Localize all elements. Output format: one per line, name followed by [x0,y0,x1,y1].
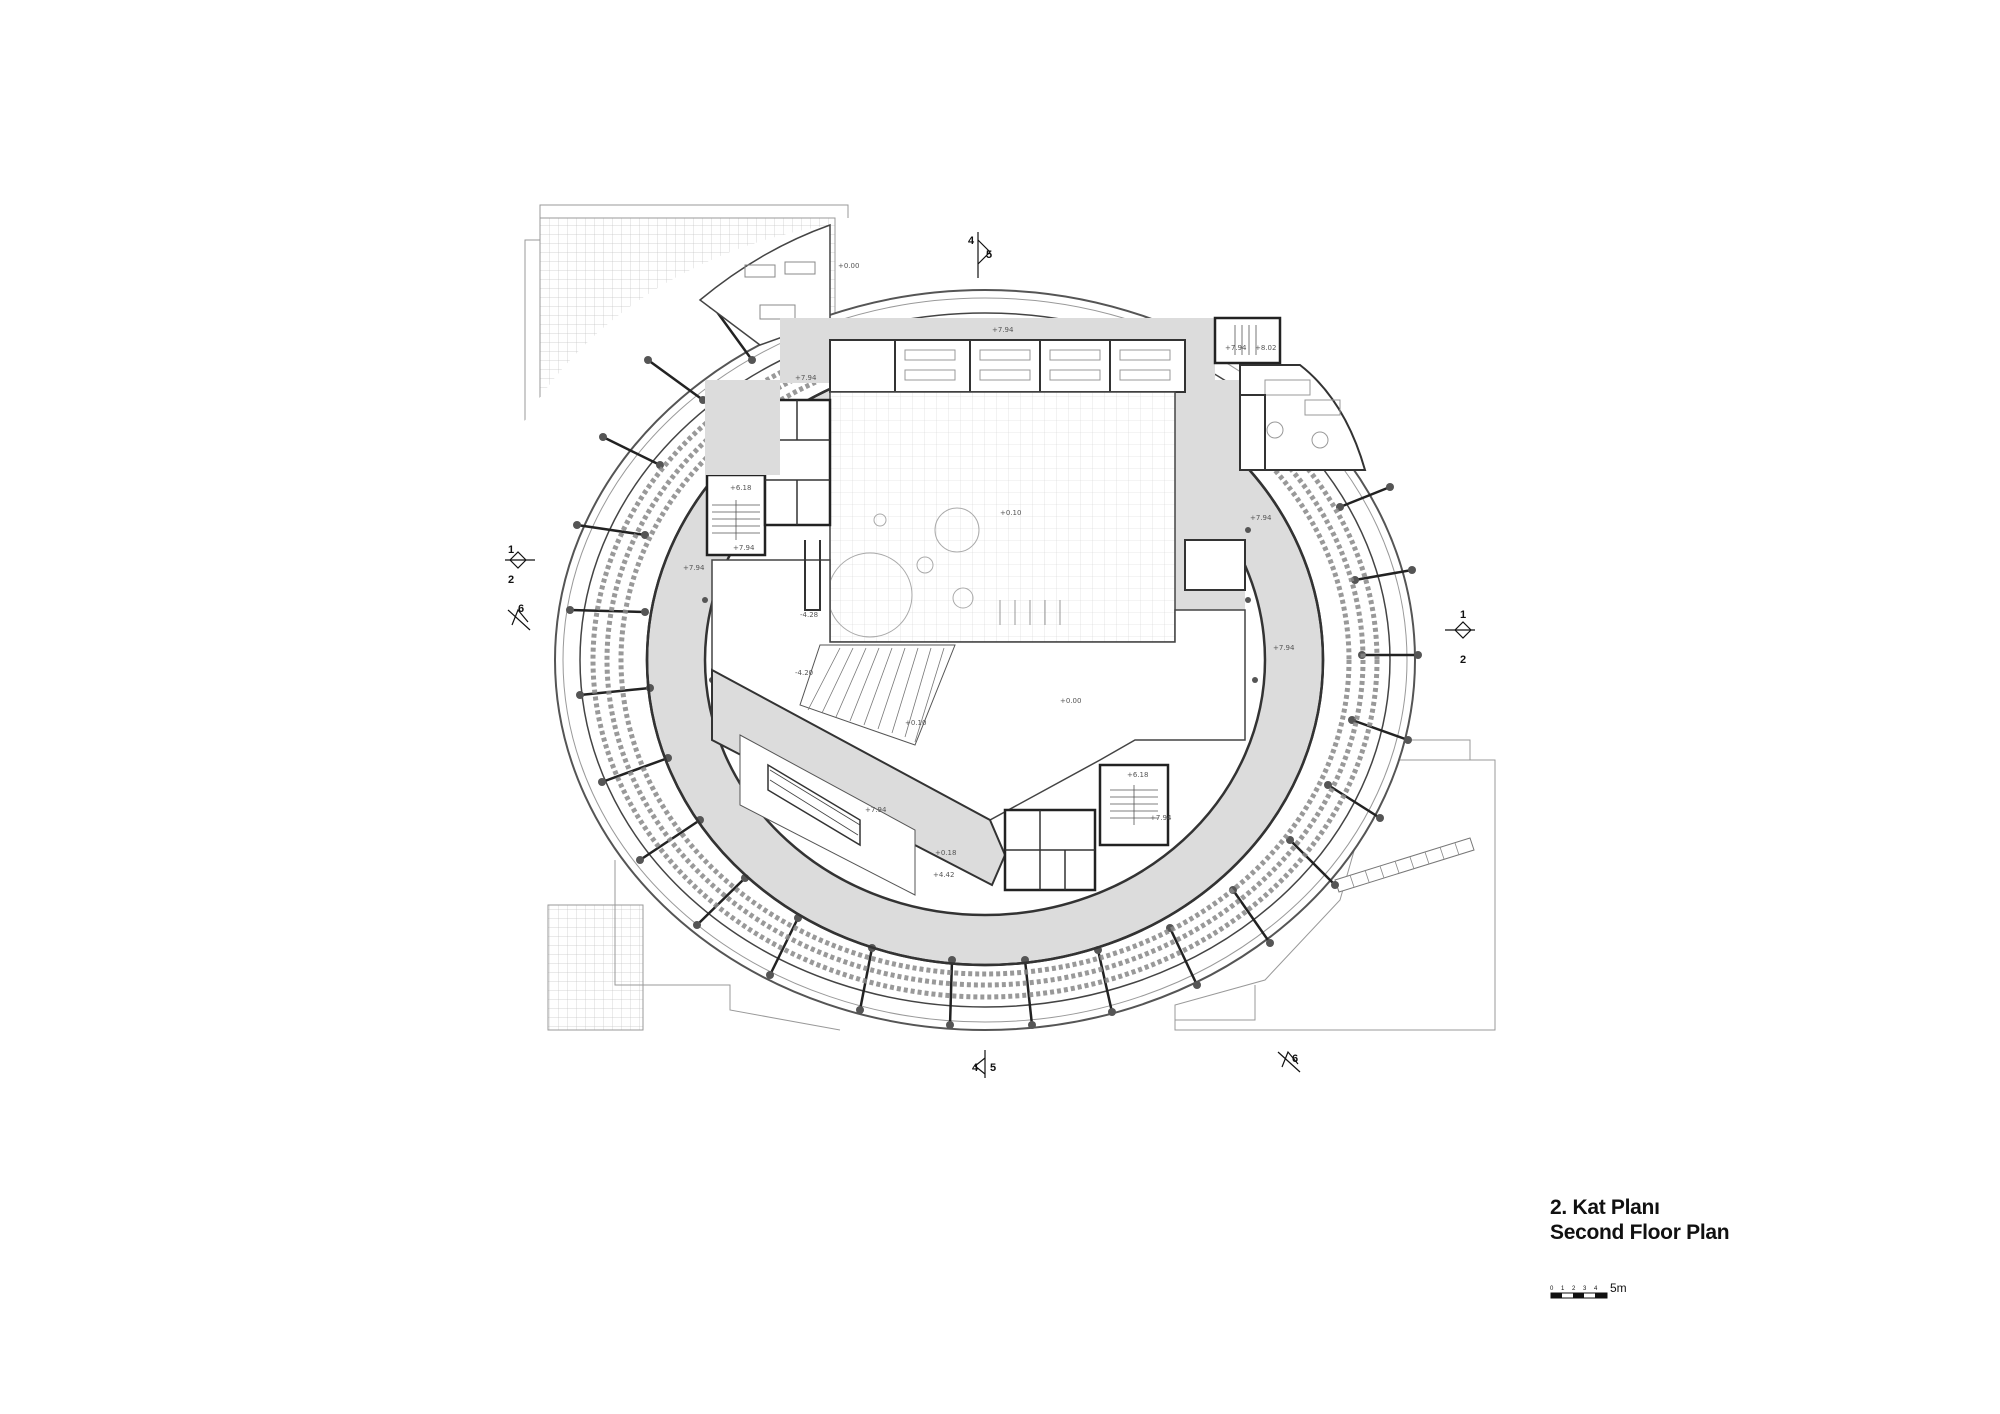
top-offices [829,339,1186,393]
section-east-a: 1 [1460,609,1466,621]
right-service-room [1184,539,1246,591]
left-stair-treads [712,500,760,540]
section-marker-north [977,232,991,278]
scale-bar: 0 1 2 3 4 [1550,1286,1608,1299]
outer-glazing [562,297,1408,1023]
section-west-a: 1 [508,544,514,556]
scale-tick-1: 1 [1561,1286,1565,1292]
tr-small-rooms [1239,394,1266,471]
section-marker-diag-east [1277,1050,1301,1073]
level-stair-low: +0.10 [905,719,926,727]
br-stair-treads [1110,785,1158,825]
top-left-tables [744,261,816,320]
title-english: Second Floor Plan [1550,1221,1730,1244]
level-stair-a: +6.18 [730,484,751,492]
level-ramp-c: +4.42 [933,871,954,879]
level-l7: +7.94 [1150,814,1172,822]
court-benches [999,600,1061,625]
section-marker-south [974,1050,986,1078]
level-l1: +7.94 [992,326,1014,334]
terrace-top-left-outline [539,204,849,218]
level-floor: +0.00 [1060,697,1081,705]
section-marker-east [1445,621,1475,639]
level-l4: +7.94 [865,806,887,814]
courtyard [705,316,1367,896]
tr-stair-treads [1234,325,1257,355]
scale-label: 5m [1610,1281,1627,1295]
tr-stair-core [1213,316,1282,365]
level-annotations: +7.94 +7.94 +7.94 +7.94 +7.94 +7.94 +7.9… [683,262,1295,879]
central-court [829,391,1176,643]
scale-tick-2: 2 [1572,1286,1576,1292]
section-north-b: 5 [986,249,992,261]
top-left-wing [698,223,831,346]
section-diag-west: 6 [518,603,524,615]
terrace-right-outline [1400,739,1471,760]
section-marker-diag-west [507,608,531,631]
diagonal-ramp [711,668,1007,887]
section-marker-west [505,551,535,569]
level-l2: +7.94 [795,374,817,382]
section-north-a: 4 [968,235,975,247]
br-wc-partitions [1005,810,1095,890]
level-l5: +7.94 [1273,644,1295,652]
level-ramp-d: +0.18 [935,849,956,857]
level-top-left: +0.00 [838,262,859,270]
terrace-bottom-left-outline [614,860,841,1031]
left-corridor-block [705,380,780,475]
section-east-b: 2 [1460,654,1466,666]
section-south-b: 5 [990,1062,996,1074]
left-shaft [804,540,821,611]
left-stair-core [705,473,767,557]
level-stair-b: +6.18 [1127,771,1148,779]
level-court: +0.10 [1000,509,1021,517]
top-office-walls [894,340,1111,392]
top-office-desks [904,349,1171,381]
tr-office-furniture [1264,379,1341,449]
section-south-a: 4 [972,1062,979,1074]
scale-tick-0: 0 [1550,1286,1554,1292]
level-l6: +7.94 [1250,514,1272,522]
ramp-stair [767,763,861,847]
terrace-right-lower [1174,985,1256,1021]
level-l8: +7.94 [733,544,755,552]
terrace-top-left-edge [524,239,541,421]
level-ramp-a: -4.28 [800,611,818,619]
scale-tick-3: 3 [1583,1286,1587,1292]
plan-title: 2. Kat Planı Second Floor Plan [1550,1195,1730,1245]
section-west-b: 2 [508,574,514,586]
scale-tick-4: 4 [1594,1286,1598,1292]
skylight-strip [1334,837,1475,893]
level-ramp-b: -4.20 [795,669,813,677]
level-l9: +7.94 [1225,344,1247,352]
grand-stair [799,644,956,746]
level-tr-b: +8.02 [1255,344,1276,352]
section-diag-east: 6 [1292,1053,1298,1065]
terrace-bottom-left [547,904,644,1031]
level-l3: +7.94 [683,564,705,572]
tr-office [1239,364,1367,471]
title-turkish: 2. Kat Planı [1550,1196,1660,1219]
